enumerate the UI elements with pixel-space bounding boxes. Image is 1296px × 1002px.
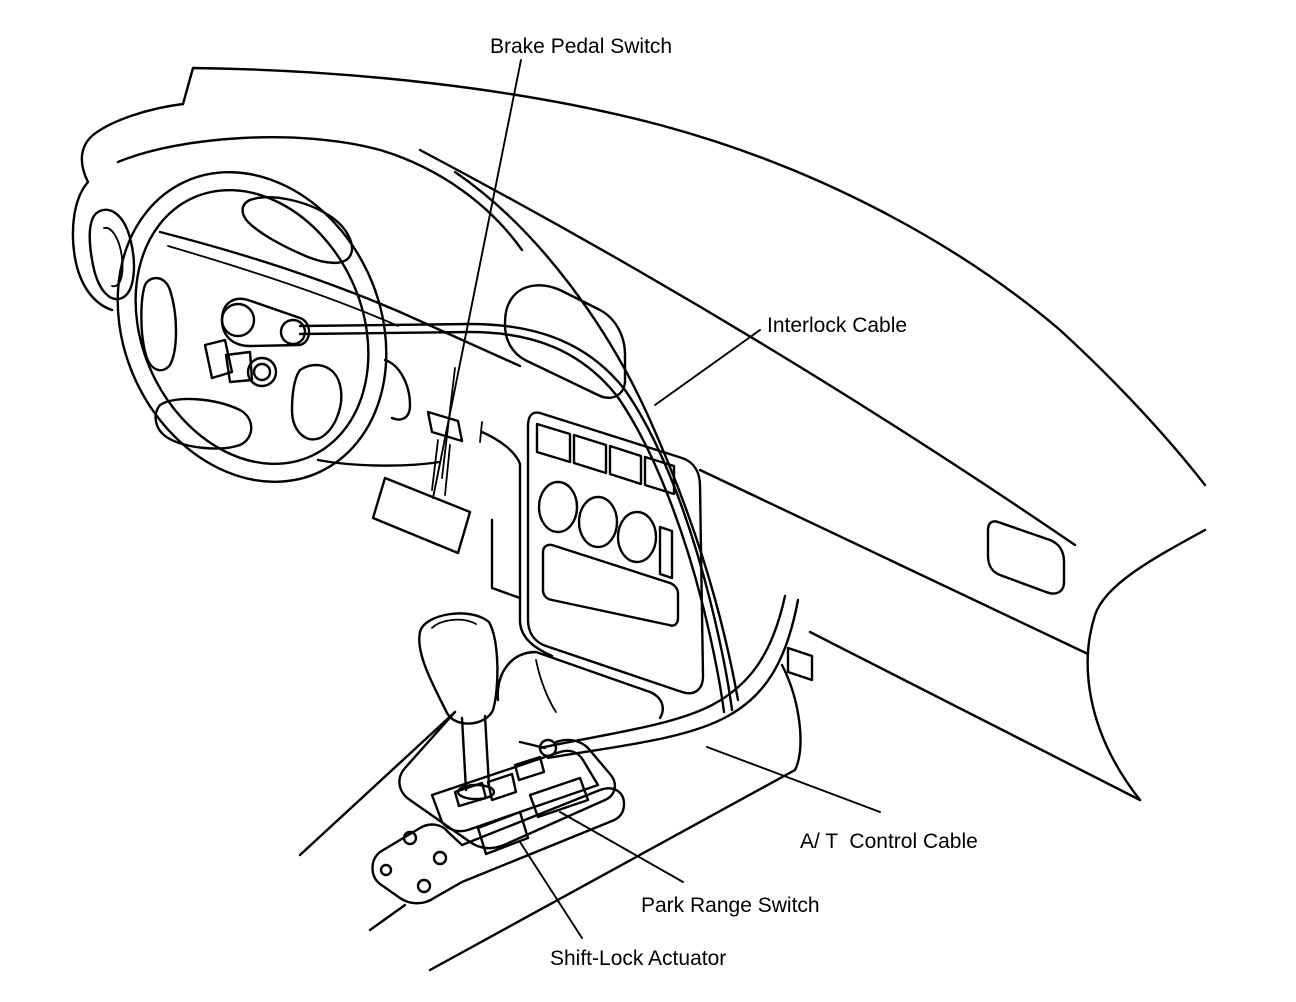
steering-wheel-rim-outer xyxy=(116,171,388,483)
center-stack-side xyxy=(490,518,522,600)
brake-switch-body xyxy=(371,476,472,555)
interlock-cable-line-upper xyxy=(298,322,734,712)
steering-wheel-opening-left xyxy=(140,276,178,372)
shift-lever-base xyxy=(456,783,496,801)
dash-face-line-left-lower xyxy=(167,245,399,327)
dash-upper-trim-line xyxy=(418,148,1077,547)
stack-button-1 xyxy=(535,422,572,464)
steering-wheel-rim-inner xyxy=(134,188,370,466)
interlock-cable-line-lower xyxy=(298,330,726,714)
center-console xyxy=(298,663,802,972)
interlock-cable-end xyxy=(279,318,307,346)
steering-wheel-opening-bottom xyxy=(154,397,253,450)
dash-lower-line-right xyxy=(808,630,1142,802)
leader-line-at-control-cable xyxy=(706,746,881,813)
stack-lower-panel xyxy=(541,543,680,627)
at-cable-line-lower xyxy=(546,598,800,760)
label-park-range-switch: Park Range Switch xyxy=(641,894,820,917)
label-shift-lock-actuator: Shift-Lock Actuator xyxy=(550,947,726,970)
shift-lock-actuator-body xyxy=(476,810,530,856)
brake-switch-rod-right xyxy=(444,444,451,496)
shift-lever-shaft xyxy=(460,714,491,792)
dashboard xyxy=(71,66,1207,802)
console-cutout xyxy=(398,710,617,850)
leader-line-brake-pedal-switch xyxy=(432,59,522,499)
mounting-bolt-1 xyxy=(402,830,418,846)
dash-under-wheel xyxy=(316,458,442,467)
left-vent xyxy=(88,208,136,301)
stack-gauge-3 xyxy=(616,510,658,564)
park-range-switch-body xyxy=(528,776,590,819)
center-stack-frame xyxy=(526,411,705,695)
shift-knob-highlight xyxy=(431,618,477,629)
dashboard-left-edge xyxy=(71,102,185,312)
dashboard-top-edge xyxy=(181,66,1207,487)
label-interlock-cable: Interlock Cable xyxy=(767,314,907,337)
at-control-cable xyxy=(518,594,814,760)
shift-knob xyxy=(418,612,499,725)
dash-face-line-right xyxy=(698,468,1090,656)
center-stack xyxy=(480,411,705,720)
center-stack-bezel xyxy=(480,430,554,658)
stack-button-2 xyxy=(572,433,608,475)
knee-vent xyxy=(383,358,412,421)
column-bracket-left xyxy=(203,338,234,380)
brake-switch-rod-left xyxy=(431,439,439,491)
dash-right-edge xyxy=(1086,528,1207,802)
console-front-edge xyxy=(368,903,407,932)
label-at-control-cable: A/ T Control Cable xyxy=(800,830,978,853)
gear-shifter xyxy=(418,612,499,801)
at-cable-line-upper xyxy=(538,594,787,750)
leader-lines xyxy=(432,59,881,939)
steering-column xyxy=(203,297,311,388)
right-vent xyxy=(986,520,1066,595)
label-brake-pedal-switch: Brake Pedal Switch xyxy=(490,35,672,58)
stack-gauge-2 xyxy=(577,495,619,549)
mounting-plate xyxy=(371,787,626,905)
mounting-bolt-3 xyxy=(379,863,393,877)
dash-face-line-left xyxy=(158,230,522,368)
leader-line-park-range-switch xyxy=(559,811,684,883)
center-vent xyxy=(503,284,627,399)
key-cylinder-outer xyxy=(246,356,278,388)
stack-button-4 xyxy=(643,455,676,496)
shift-gate-plate xyxy=(430,749,600,833)
mounting-bolt-4 xyxy=(416,878,432,894)
interlock-cable-mount xyxy=(220,302,256,338)
instrument-hood xyxy=(116,136,524,252)
stack-slot xyxy=(658,525,674,580)
console-pocket-inner xyxy=(535,659,557,713)
cable-bracket xyxy=(786,646,814,682)
stack-button-3 xyxy=(608,444,643,486)
leader-line-shift-lock-actuator xyxy=(519,841,583,939)
steering-wheel-opening-right xyxy=(290,363,343,441)
brake-switch-bracket xyxy=(426,410,464,443)
console-left-edge xyxy=(298,710,457,857)
steering-wheel xyxy=(116,171,388,483)
column-cylinder xyxy=(220,297,311,348)
key-cylinder-inner xyxy=(252,362,272,382)
labels: Brake Pedal Switch Interlock Cable A/ T … xyxy=(490,35,978,970)
gate-component-1 xyxy=(486,772,518,802)
console-right-edge xyxy=(428,663,802,972)
stack-gauge-1 xyxy=(537,480,579,534)
leader-line-interlock-cable xyxy=(654,329,761,406)
instrument-hood-window xyxy=(241,196,354,265)
console-pocket xyxy=(496,650,664,720)
dash-center-contour xyxy=(453,170,740,702)
brake-pedal-switch xyxy=(371,367,483,555)
column-bracket-lower xyxy=(224,350,254,384)
gate-component-2 xyxy=(513,755,546,782)
interlock-cable xyxy=(298,322,734,714)
mounting-bolt-2 xyxy=(432,850,448,866)
